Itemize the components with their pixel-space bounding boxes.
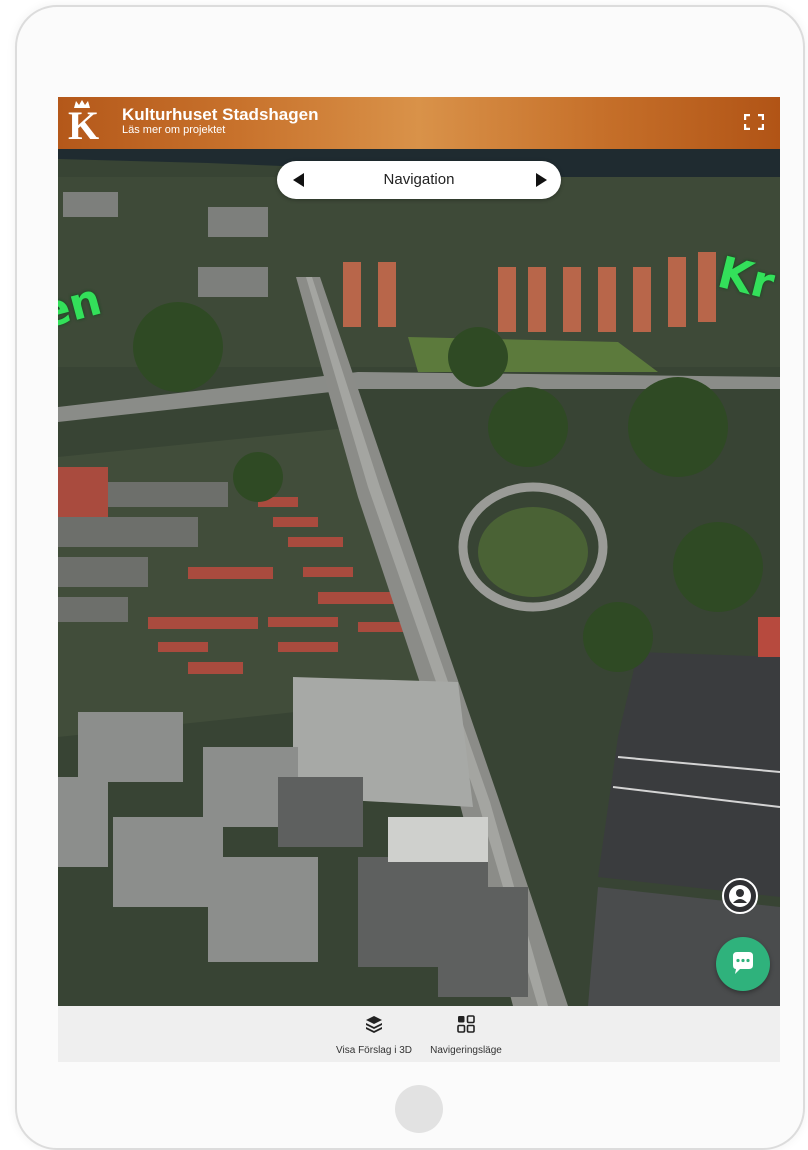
map-label-right: Kr (712, 247, 780, 311)
navigation-label: Navigation (383, 171, 455, 188)
crown-icon (74, 100, 90, 108)
navigation-mode-button[interactable]: Navigeringsläge (424, 1014, 508, 1058)
layers-icon (366, 1016, 382, 1033)
triangle-left-icon[interactable] (291, 172, 307, 188)
chat-button[interactable] (716, 937, 770, 991)
person-view-button[interactable] (722, 878, 758, 914)
logo-letter: K (68, 103, 100, 148)
fullscreen-icon[interactable] (744, 114, 764, 130)
navigation-mode-label: Navigeringsläge (430, 1045, 502, 1056)
map-scene (58, 97, 780, 1006)
home-button[interactable] (395, 1085, 443, 1133)
show-proposal-3d-button[interactable]: Visa Förslag i 3D (332, 1014, 416, 1058)
app-header: K Kulturhuset Stadshagen Läs mer om proj… (58, 97, 780, 149)
triangle-right-icon[interactable] (533, 172, 549, 188)
show-proposal-3d-label: Visa Förslag i 3D (336, 1045, 412, 1056)
app-screen: en Kr K Kulturhuset Stadshagen Läs mer o… (58, 97, 780, 1062)
person-icon (729, 885, 751, 907)
grid-icon (457, 1015, 475, 1033)
aerial-3d-map[interactable]: en Kr (58, 97, 780, 1006)
read-more-link[interactable]: Läs mer om projektet (122, 124, 226, 136)
project-title[interactable]: Kulturhuset Stadshagen (122, 105, 319, 124)
navigation-control: Navigation (277, 161, 561, 199)
chat-bubble-icon (733, 952, 753, 974)
logo[interactable]: K (66, 100, 102, 146)
bottom-toolbar: Visa Förslag i 3D Navigeringsläge (58, 1006, 780, 1062)
